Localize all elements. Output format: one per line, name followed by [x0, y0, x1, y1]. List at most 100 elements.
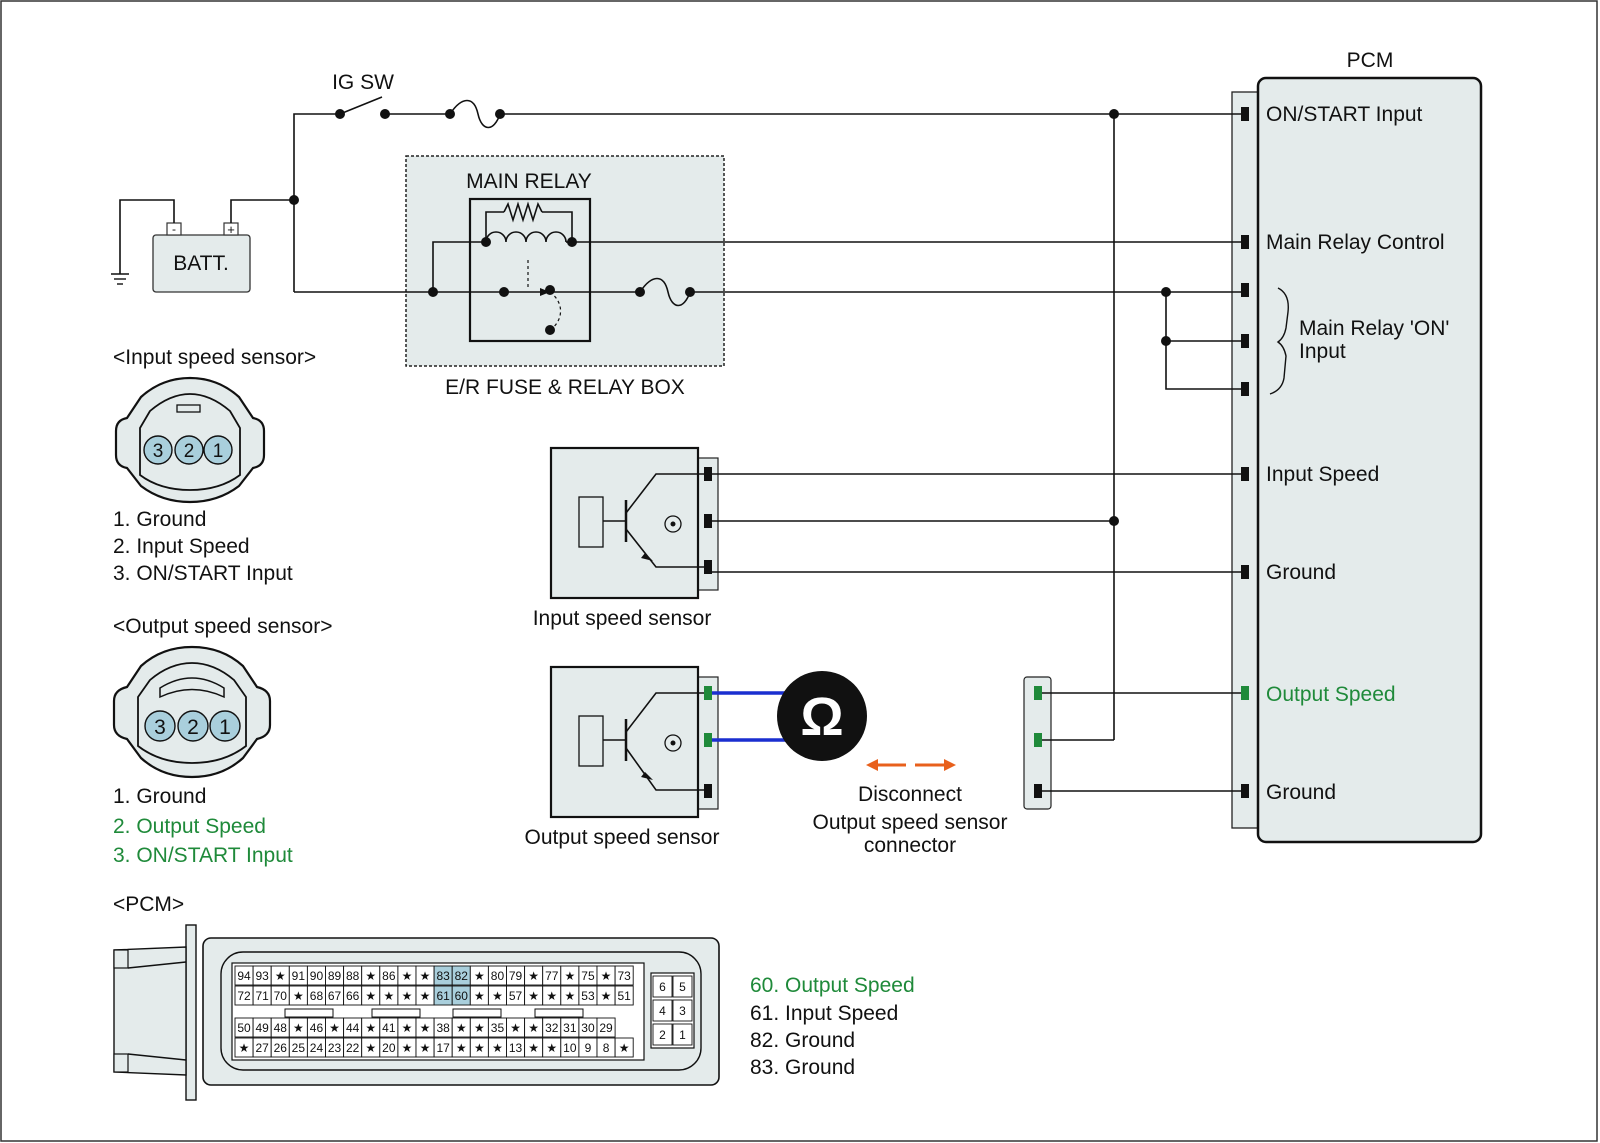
pcm-pin-ground-1: Ground [1266, 561, 1336, 584]
pcm-legend-83: 83. Ground [750, 1056, 855, 1079]
pcm-pin-cell [596, 1017, 616, 1038]
pcm-pin-number: ★ [528, 989, 539, 1003]
battery: - + BATT. [111, 199, 294, 293]
pcm-pin-number: ★ [474, 969, 485, 983]
pcm-small-pin-number: 4 [659, 1004, 666, 1018]
pcm-pin-number: ★ [564, 969, 575, 983]
pcm-pin-cell [614, 965, 634, 986]
pcm-pin-number: ★ [474, 1041, 485, 1055]
pcm-pin-cell [614, 985, 634, 1006]
input-connector-pin-2: 2 [184, 441, 195, 462]
pcm-pin-number: ★ [402, 1041, 413, 1055]
pcm-pin-number: 79 [509, 969, 523, 983]
ig-sw-label: IG SW [332, 71, 394, 94]
pcm-pin-number: ★ [365, 1041, 376, 1055]
pcm-box: PCM [1231, 49, 1483, 844]
battery-minus: - [172, 222, 176, 236]
pcm-pin-number: 88 [346, 969, 360, 983]
main-relay [468, 197, 592, 343]
disconnect-line-1: Disconnect [858, 783, 962, 806]
pcm-key-slot [284, 1008, 334, 1018]
pcm-pin-number: 46 [310, 1021, 324, 1035]
pcm-pin-number: 24 [310, 1041, 324, 1055]
pcm-small-pin-number: 2 [659, 1028, 666, 1042]
input-connector-title: <Input speed sensor> [113, 346, 316, 369]
pcm-pin-number: 49 [255, 1021, 269, 1035]
output-sensor-label: Output speed sensor [525, 826, 720, 849]
pcm-pin-number: ★ [564, 989, 575, 1003]
pcm-pin-number: 80 [491, 969, 505, 983]
pcm-pin-number: ★ [528, 1021, 539, 1035]
pcm-pin-number: ★ [474, 1021, 485, 1035]
input-legend-3: 3. ON/START Input [113, 562, 293, 585]
battery-plus: + [227, 222, 235, 237]
pcm-pin-number: ★ [601, 969, 612, 983]
pcm-pin-number: 31 [563, 1021, 577, 1035]
pcm-key-slot [371, 1008, 421, 1018]
pcm-pin-number: 17 [436, 1041, 450, 1055]
pcm-pin-number: ★ [546, 1041, 557, 1055]
pcm-key-slot [534, 1008, 584, 1018]
pcm-small-pin-cell [672, 975, 693, 998]
pcm-legend-82: 82. Ground [750, 1029, 855, 1052]
pcm-pin-number: 73 [617, 969, 631, 983]
output-connector-face: 3 2 1 [112, 645, 272, 779]
input-legend-1: 1. Ground [113, 508, 206, 531]
ohm-symbol: Ω [800, 687, 843, 747]
pcm-pin-number: ★ [365, 1021, 376, 1035]
pcm-connector-title: <PCM> [113, 893, 184, 916]
pcm-pin-number: ★ [546, 989, 557, 1003]
pcm-pin-number: ★ [239, 1041, 250, 1055]
pcm-pin-number: 30 [581, 1021, 595, 1035]
input-sensor-schematic: Input speed sensor [533, 446, 1241, 630]
pcm-pin-number: 8 [603, 1041, 610, 1055]
main-relay-label: MAIN RELAY [466, 170, 592, 193]
pcm-pin-number: ★ [402, 1021, 413, 1035]
pcm-pin-number: 86 [382, 969, 396, 983]
pcm-pin-number: 82 [455, 969, 469, 983]
pcm-pin-number: 23 [328, 1041, 342, 1055]
pcm-pin-number: ★ [420, 969, 431, 983]
pcm-pin-number: 50 [237, 1021, 251, 1035]
fuse-relay-box: MAIN RELAY E/R FUSE & RELAY BOX [294, 155, 1241, 399]
pcm-pin-number: 41 [382, 1021, 396, 1035]
pcm-key-slot [452, 1008, 502, 1018]
pcm-legend-60: 60. Output Speed [750, 974, 915, 997]
pcm-pin-number: ★ [383, 989, 394, 1003]
disconnect-line-3: connector [864, 834, 956, 857]
pcm-small-pin-cell [672, 999, 693, 1022]
pcm-pin-number: ★ [492, 989, 503, 1003]
pcm-pin-number: ★ [293, 1021, 304, 1035]
fuse-box-label: E/R FUSE & RELAY BOX [445, 376, 685, 399]
pcm-pin-number: ★ [528, 1041, 539, 1055]
pcm-legend-61: 61. Input Speed [750, 1002, 898, 1025]
pcm-pin-ground-2: Ground [1266, 781, 1336, 804]
pcm-pin-number: 71 [255, 989, 269, 1003]
pcm-pin-number: 26 [274, 1041, 288, 1055]
pcm-pins [1241, 107, 1249, 798]
pcm-pin-number: ★ [275, 969, 286, 983]
pcm-pin-relay-on-line1: Main Relay 'ON' [1299, 317, 1449, 340]
input-connector-pin-1: 1 [213, 441, 224, 462]
input-connector-pin-3: 3 [153, 441, 164, 462]
pcm-pin-number: 72 [237, 989, 251, 1003]
output-connector-pin-3: 3 [154, 716, 166, 739]
pcm-pin-number: ★ [456, 1041, 467, 1055]
relay-on-branch [1161, 287, 1241, 390]
pcm-pin-number: ★ [456, 1021, 467, 1035]
pcm-pin-relay-on-line2: Input [1299, 340, 1346, 363]
pcm-small-pin-cell [652, 1023, 673, 1046]
pcm-pin-number: 32 [545, 1021, 559, 1035]
output-sensor-schematic: Output speed sensor [525, 665, 788, 849]
pcm-pin-number: ★ [619, 1041, 630, 1055]
pcm-pin-number: 94 [237, 969, 251, 983]
pcm-pin-main-relay-control: Main Relay Control [1266, 231, 1445, 254]
output-legend-2: 2. Output Speed [113, 815, 266, 838]
pcm-pin-number: 10 [563, 1041, 577, 1055]
pcm-pin-number: ★ [329, 1021, 340, 1035]
input-connector-face: 3 2 1 [114, 376, 266, 504]
pcm-pin-number: 60 [455, 989, 469, 1003]
pcm-pin-number: 22 [346, 1041, 360, 1055]
